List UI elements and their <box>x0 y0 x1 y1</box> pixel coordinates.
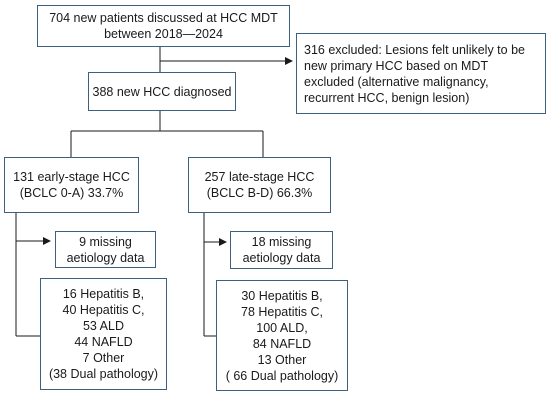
late-missing-box: 18 missing aetiology data <box>230 231 333 269</box>
early-missing-line-1: 9 missing <box>79 234 132 249</box>
late-stage-line-1: 257 late-stage HCC <box>204 170 315 184</box>
early-stage-line-1: 131 early-stage HCC <box>13 170 130 184</box>
early-aetiology-line-2: 40 Hepatitis C, <box>62 303 145 317</box>
mdt-patients-line-1: 704 new patients discussed at HCC MDT <box>49 11 278 25</box>
late-aetiology-line-6: ( 66 Dual pathology) <box>225 368 339 383</box>
late-aetiology-line-4: 84 NAFLD <box>252 336 312 351</box>
late-stage-line-2: (BCLC B-D) 66.3% <box>206 186 313 200</box>
early-aetiology-line-3: 53 ALD <box>82 319 124 333</box>
late-aetiology-line-1: 30 Hepatitis B, <box>241 288 323 303</box>
early-missing-box: 9 missing aetiology data <box>55 231 156 268</box>
late-aetiology-box: 30 Hepatitis B, 78 Hepatitis C, 100 ALD,… <box>216 280 348 391</box>
early-aetiology-line-4: 44 NAFLD <box>74 335 133 349</box>
late-missing-line-2: aetiology data <box>242 251 321 265</box>
early-aetiology-line-6: (38 Dual pathology) <box>48 367 159 381</box>
late-stage-box: 257 late-stage HCC (BCLC B-D) 66.3% <box>188 157 331 213</box>
early-aetiology-line-5: 7 Other <box>82 351 125 365</box>
early-aetiology-line-1: 16 Hepatitis B, <box>62 287 145 301</box>
early-stage-line-2: (BCLC 0-A) 33.7% <box>19 186 124 200</box>
late-aetiology-line-5: 13 Other <box>257 352 307 367</box>
hcc-diagnosed-line: 388 new HCC diagnosed <box>92 84 232 99</box>
late-aetiology-line-3: 100 ALD, <box>256 320 308 335</box>
early-aetiology-box: 16 Hepatitis B, 40 Hepatitis C, 53 ALD 4… <box>40 278 167 390</box>
excluded-line-3: excluded (alternative malignancy, <box>304 74 489 89</box>
mdt-patients-line-2: between 2018—2024 <box>104 27 223 41</box>
mdt-patients-box: 704 new patients discussed at HCC MDT be… <box>37 5 290 47</box>
hcc-diagnosed-box: 388 new HCC diagnosed <box>88 72 236 111</box>
excluded-line-2: new primary HCC based on MDT <box>304 58 489 73</box>
early-missing-line-2: aetiology data <box>66 250 145 265</box>
excluded-box: 316 excluded: Lesions felt unlikely to b… <box>296 33 546 114</box>
early-stage-box: 131 early-stage HCC (BCLC 0-A) 33.7% <box>4 157 139 213</box>
excluded-line-4: recurrent HCC, benign lesion) <box>304 90 470 105</box>
late-missing-line-1: 18 missing <box>251 235 312 249</box>
late-aetiology-line-2: 78 Hepatitis C, <box>241 304 323 319</box>
excluded-line-1: 316 excluded: Lesions felt unlikely to b… <box>304 42 525 57</box>
